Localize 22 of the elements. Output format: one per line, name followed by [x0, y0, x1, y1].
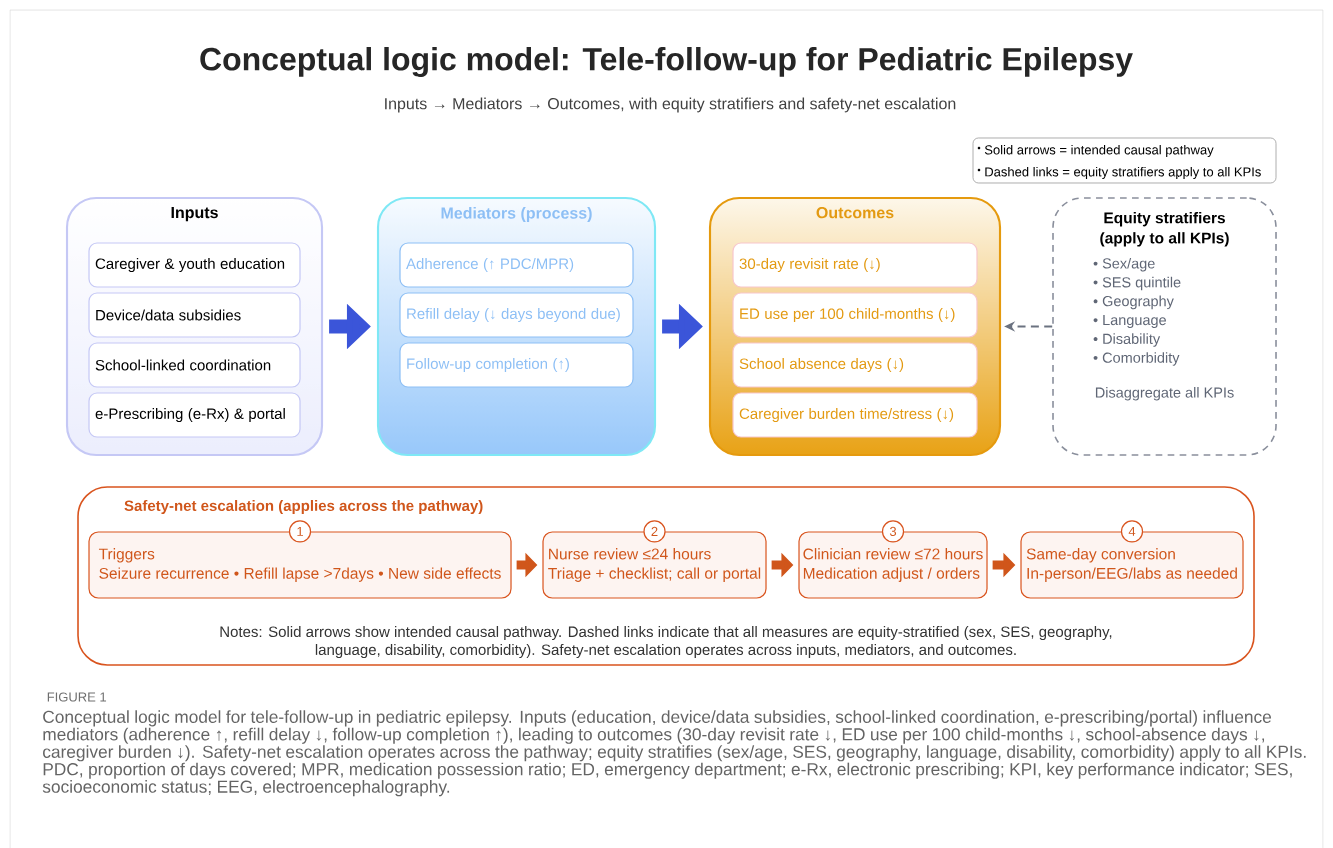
- dashed-panel: Equity stratifiers (apply to all KPIs) • Sex/age • SES quintile • Geography • Language • Disability • Comorbidity Disaggregate all KPIs: [1052, 197, 1277, 456]
- item-box: Caregiver burden time/stress (↓): [732, 392, 978, 438]
- step-number: 4: [1120, 520, 1144, 543]
- step-number: 3: [881, 520, 905, 543]
- item-box: 30-day revisit rate (↓): [732, 242, 978, 288]
- item-box: Follow-up completion (↑): [399, 342, 634, 388]
- legend-entry: Dashed links = equity stratifiers apply to all KPIs: [977, 166, 1261, 180]
- item-box: ED use per 100 child-months (↓): [732, 292, 978, 338]
- item-box: Device/data subsidies: [88, 292, 301, 338]
- title: Conceptual logic model: Tele-follow-up for Pediatric Epilepsy: [200, 47, 1133, 77]
- legend-entry: Solid arrows = intended causal pathway: [977, 144, 1214, 158]
- step-number: 1: [288, 520, 312, 543]
- figure-label: FIGURE 1: [47, 692, 107, 702]
- item-box: Caregiver & youth education: [88, 242, 301, 288]
- step-number: 2: [643, 520, 666, 543]
- item-box: Refill delay (↓ days beyond due): [399, 292, 634, 338]
- item-box: Adherence (↑ PDC/MPR): [399, 242, 634, 288]
- item-box: School-linked coordination: [88, 342, 301, 388]
- caption: Conceptual logic model for tele-follow-up in pediatric epilepsy. Inputs (education, device/data subsidies, school-linked coordination, e-prescribing/portal) influence mediators (adherence ↑, refill delay ↓, follow-up completion ↑), leading to outcomes (30-day revisit rate ↓, ED use per 100 child-months ↓, school-absence days ↓, caregiver burden ↓). Safety-net escalation operates across the pathway; equity stratifies (sex/age, SES, geography, language, disability, comorbidity) apply to all KPIs. PDC, proportion of days covered; MPR, medication possession ratio; ED, emergency department; e-Rx, electronic prescribing; KPI, key performance indicator; SES, socioeconomic status; EEG, electroencephalography.: [42, 710, 1306, 797]
- subtitle: Inputs → Mediators → Outcomes, with equity stratifiers and safety-net escalation: [385, 97, 956, 113]
- item-box: School absence days (↓): [732, 342, 978, 388]
- item-box: e-Prescribing (e-Rx) & portal: [88, 392, 301, 438]
